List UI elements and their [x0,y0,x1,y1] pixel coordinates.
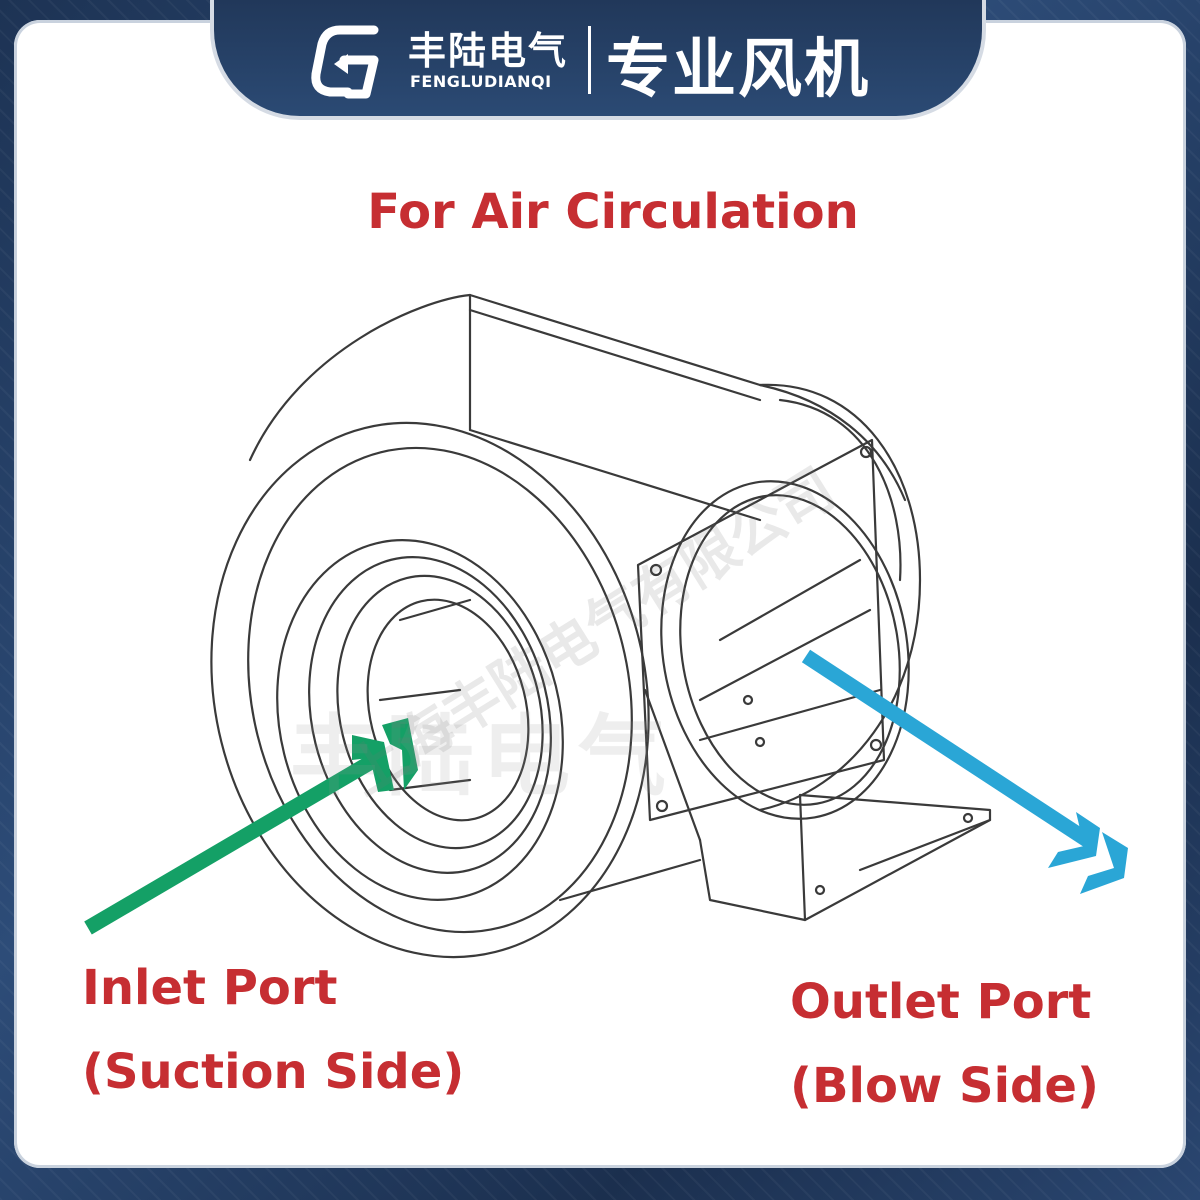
green-inlet-arrow [84,718,418,935]
outlet-port-sublabel: (Blow Side) [790,1058,1099,1114]
header-slogan: 专业风机 [606,33,870,107]
housing-top-body [468,293,762,522]
brand-name-en: FENGLUDIANQI [410,72,552,91]
outlet-flange [636,438,886,822]
base-foot [698,793,807,922]
volute-front-outer [210,421,650,959]
brand-name-cn: 丰陆电气 [408,29,569,73]
outlet-port-label: Outlet Port [790,974,1092,1030]
blue-outlet-arrow [801,649,1128,894]
outlet-ring-outer [660,480,910,820]
header-banner [210,0,986,120]
watermark-brand: 丰陆电气 [290,705,675,808]
fl-monogram-icon [311,25,379,99]
inlet-ring-outer [276,539,564,901]
inlet-port-label: Inlet Port [82,960,338,1016]
header-divider [588,26,591,94]
diagram-title: For Air Circulation [367,184,859,240]
inlet-port-sublabel: (Suction Side) [82,1044,465,1100]
content-card [14,20,1186,1168]
